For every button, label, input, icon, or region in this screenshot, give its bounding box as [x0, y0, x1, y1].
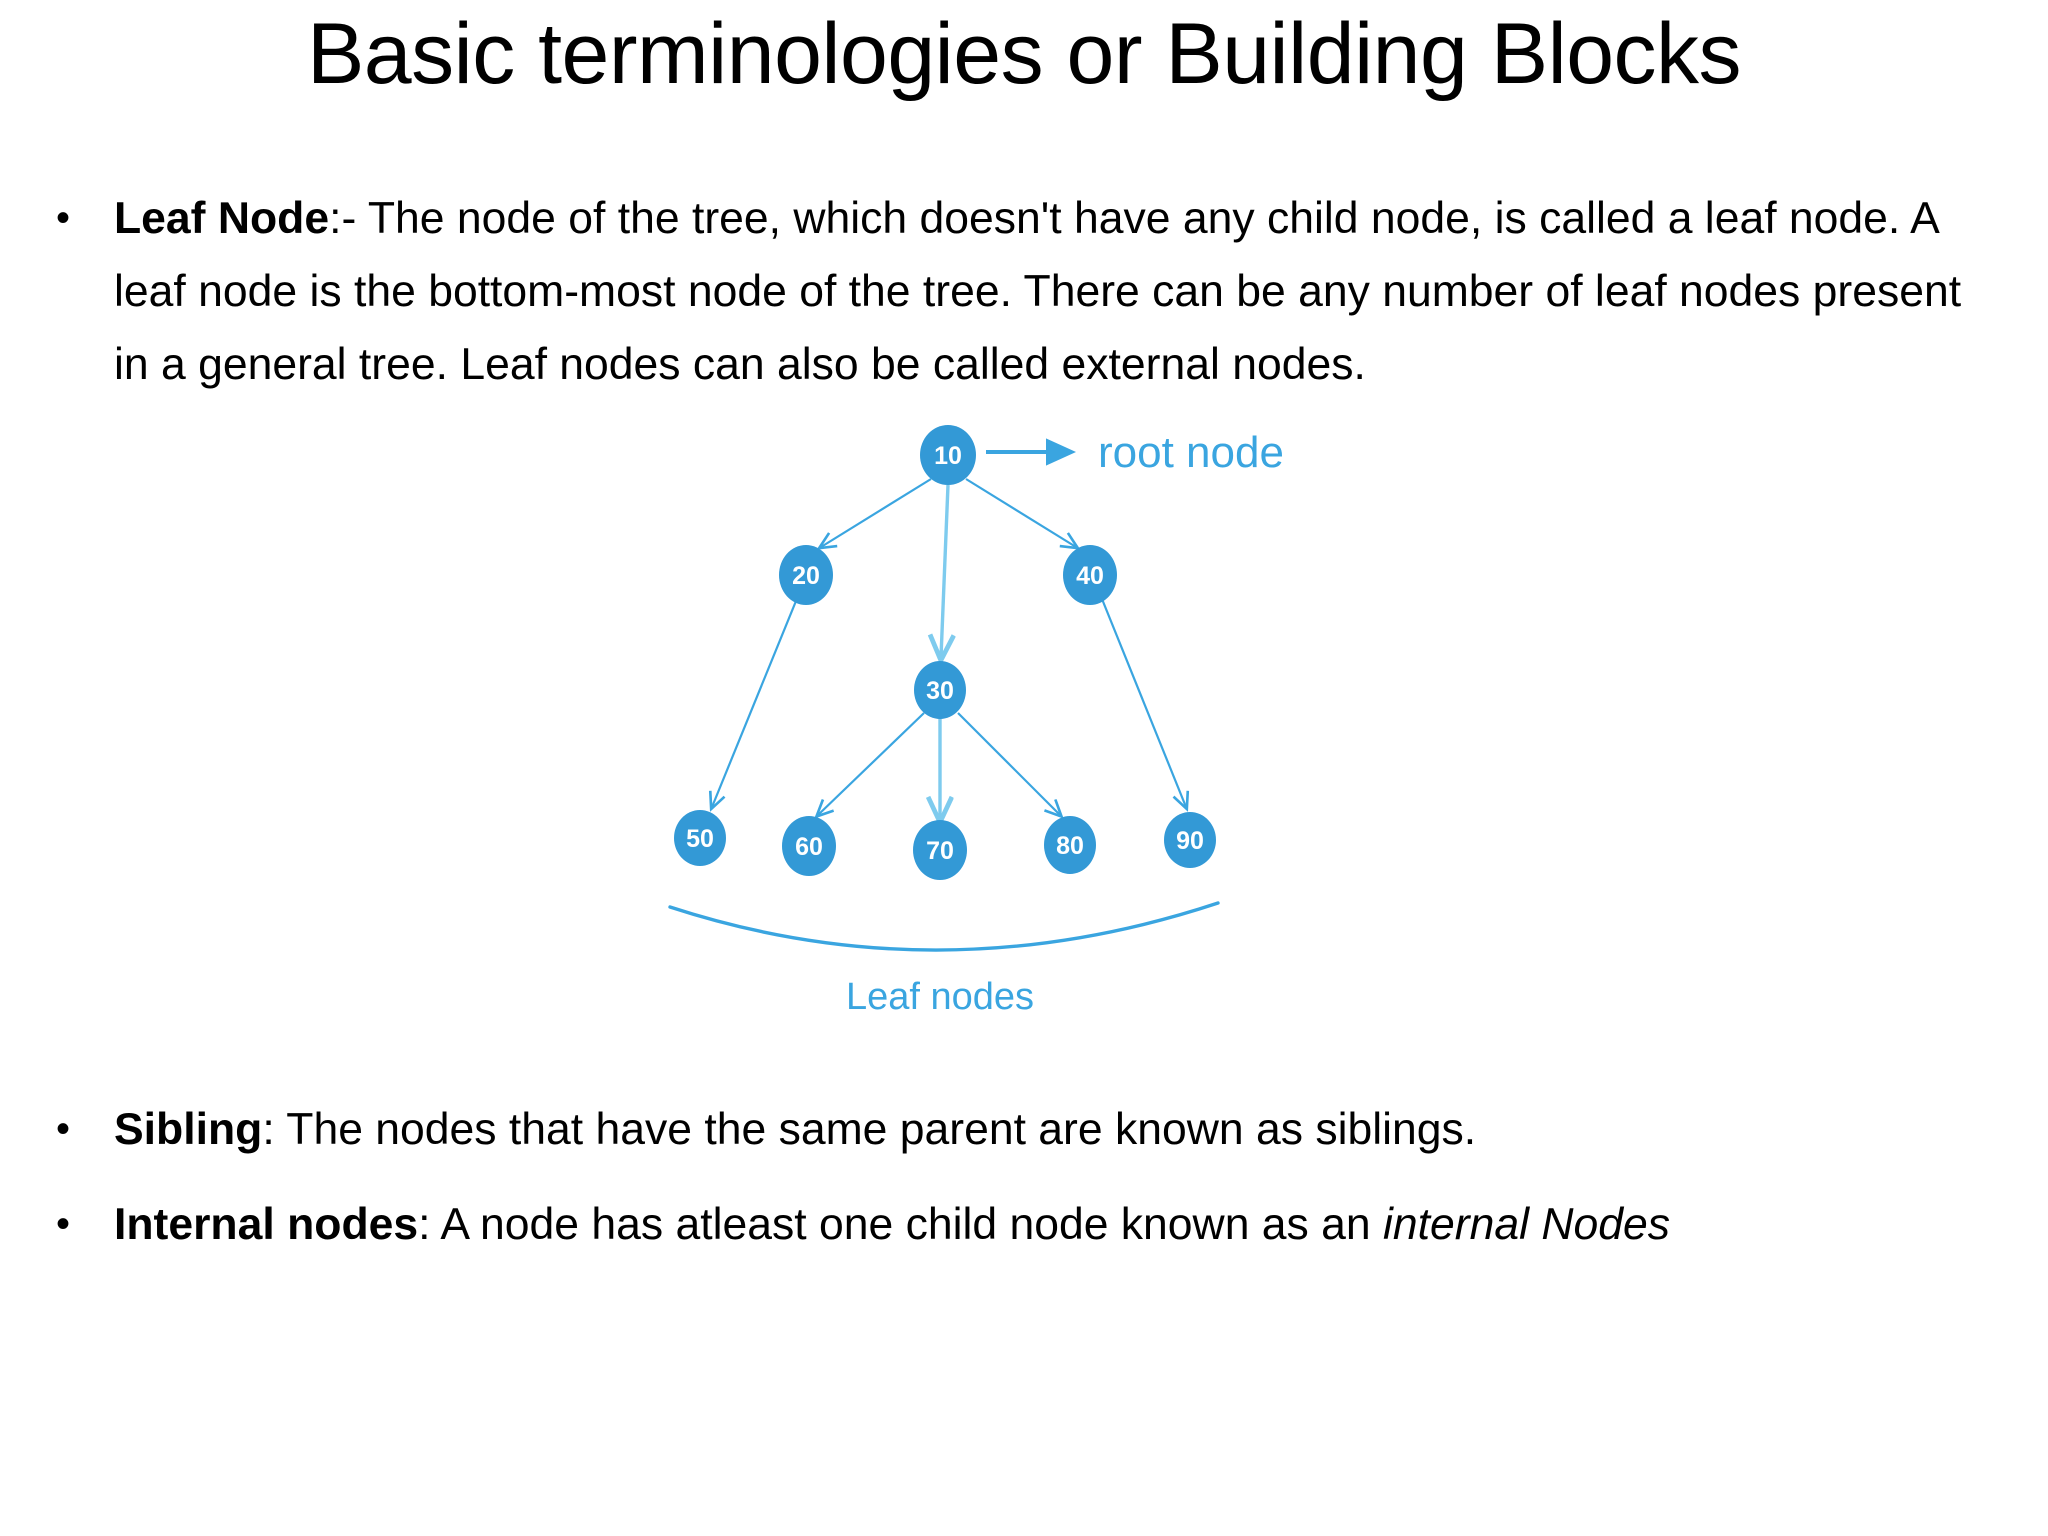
tree-node-50-label: 50 — [686, 825, 714, 853]
bullet-list-internal: Internal nodes: A node has atleast one c… — [48, 1188, 2028, 1261]
tree-node-20[interactable]: 20 — [779, 545, 833, 605]
edge-10-30 — [941, 484, 948, 657]
tree-nodes: 10 20 30 40 50 — [674, 425, 1216, 880]
tree-node-30[interactable]: 30 — [914, 661, 966, 719]
root-node-annotation: root node — [986, 428, 1284, 477]
bullet-list-top: Leaf Node:- The node of the tree, which … — [48, 182, 2008, 401]
tree-edges — [712, 478, 1186, 819]
bullet-text-internal-nodes: A node has atleast one child node known … — [440, 1200, 1384, 1249]
bullet-term-sibling: Sibling — [114, 1105, 263, 1154]
leaf-nodes-brace — [668, 901, 1220, 952]
tree-node-90-label: 90 — [1176, 827, 1204, 855]
tree-node-30-label: 30 — [926, 677, 954, 705]
bullet-list-sibling: Sibling: The nodes that have the same pa… — [48, 1093, 2008, 1166]
edge-20-50 — [712, 600, 798, 807]
edge-10-20 — [821, 478, 932, 547]
tree-node-60-label: 60 — [795, 833, 823, 861]
tree-node-70-label: 70 — [926, 837, 954, 865]
edge-30-60 — [818, 712, 925, 815]
list-item-sibling: Sibling: The nodes that have the same pa… — [48, 1093, 2008, 1166]
bullet-text-sibling: The nodes that have the same parent are … — [286, 1105, 1477, 1154]
leaf-nodes-label: Leaf nodes — [846, 976, 1034, 1018]
tree-node-10[interactable]: 10 — [920, 425, 976, 485]
tree-node-90[interactable]: 90 — [1164, 812, 1216, 868]
tree-node-60[interactable]: 60 — [782, 816, 836, 876]
bullet-separator: : — [418, 1200, 441, 1249]
tree-node-40-label: 40 — [1076, 562, 1104, 590]
general-tree-diagram: root node 10 20 30 40 — [650, 395, 1390, 1045]
page-title: Basic terminologies or Building Blocks — [306, 6, 1742, 102]
tree-node-70[interactable]: 70 — [913, 820, 967, 880]
edge-30-80 — [957, 712, 1060, 815]
bullet-term-internal-nodes: Internal nodes — [114, 1200, 419, 1249]
edge-40-90 — [1100, 598, 1186, 807]
tree-node-80[interactable]: 80 — [1044, 816, 1096, 874]
tree-node-40[interactable]: 40 — [1063, 545, 1117, 605]
list-item-internal-nodes: Internal nodes: A node has atleast one c… — [48, 1188, 2028, 1261]
tree-node-20-label: 20 — [792, 562, 820, 590]
list-item-leaf-node: Leaf Node:- The node of the tree, which … — [48, 182, 2008, 401]
leaf-nodes-annotation: Leaf nodes — [668, 901, 1220, 1018]
tree-node-80-label: 80 — [1056, 832, 1084, 860]
edge-10-40 — [965, 478, 1076, 547]
tree-node-10-label: 10 — [934, 442, 962, 470]
bullet-separator: : — [262, 1105, 287, 1154]
root-node-label: root node — [1098, 428, 1284, 477]
tree-node-50[interactable]: 50 — [674, 810, 726, 866]
bullet-italic-tail: internal Nodes — [1383, 1200, 1670, 1249]
bullet-term-leaf-node: Leaf Node — [114, 194, 330, 243]
bullet-text-leaf-node: The node of the tree, which doesn't have… — [114, 194, 1962, 389]
bullet-separator: :- — [329, 194, 368, 243]
